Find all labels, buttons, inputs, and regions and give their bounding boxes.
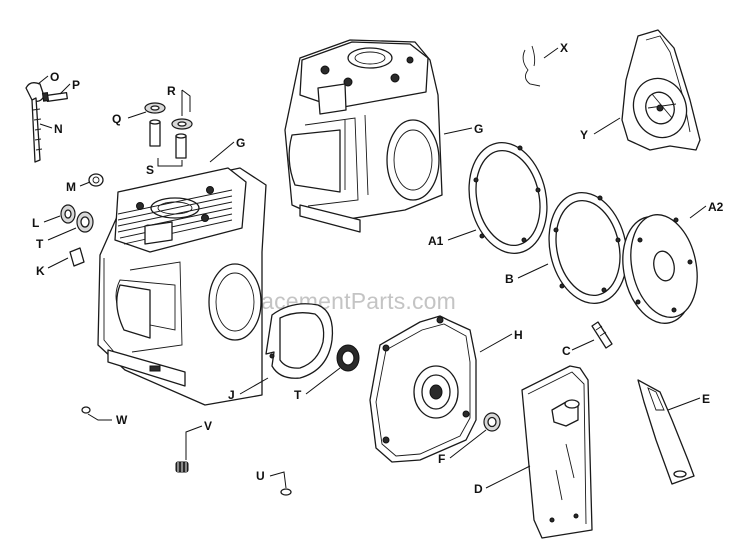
washer-u[interactable] [280, 488, 292, 496]
leader-lines [37, 47, 707, 489]
washer-q[interactable] [144, 102, 166, 114]
bracket-e[interactable] [637, 379, 695, 485]
label-n: N [54, 122, 63, 136]
label-s: S [146, 163, 154, 177]
blower-housing-y[interactable] [621, 29, 701, 151]
crankcase-left[interactable] [97, 167, 267, 406]
washer-r[interactable] [171, 118, 193, 130]
label-y: Y [580, 128, 588, 142]
label-f: F [438, 452, 445, 466]
label-b: B [505, 272, 514, 286]
label-m: M [66, 180, 76, 194]
plug-v[interactable] [175, 461, 189, 473]
sleeve-k[interactable] [69, 247, 85, 267]
label-l: L [32, 216, 39, 230]
label-v: V [204, 419, 212, 433]
clip-x[interactable] [522, 45, 541, 87]
label-d: D [474, 482, 483, 496]
label-q: Q [112, 112, 121, 126]
cover-plate-a2[interactable] [614, 208, 707, 329]
elbow-fitting[interactable] [25, 82, 45, 163]
label-k: K [36, 264, 45, 278]
plug-m[interactable] [88, 173, 104, 187]
seal-l[interactable] [60, 204, 76, 224]
label-c: C [562, 344, 571, 358]
label-a2: A2 [708, 200, 724, 214]
label-e: E [702, 392, 710, 406]
label-g-left: G [236, 136, 245, 150]
sleeve-s[interactable] [149, 119, 187, 159]
label-t-lower: T [294, 388, 302, 402]
bearing-t-lower[interactable] [336, 344, 360, 372]
label-g-right: G [474, 122, 483, 136]
label-u: U [256, 469, 265, 483]
gasket-a1[interactable] [459, 135, 557, 260]
pin-w[interactable] [81, 406, 91, 414]
pipe-plug[interactable] [41, 91, 68, 103]
label-p: P [72, 78, 80, 92]
backing-plate-d[interactable] [521, 365, 593, 539]
closure-plate-h[interactable] [369, 315, 477, 463]
label-w: W [116, 413, 128, 427]
pin-c[interactable] [591, 321, 613, 349]
label-h: H [514, 328, 523, 342]
label-j: J [228, 388, 235, 402]
label-o: O [50, 70, 59, 84]
label-t-left: T [36, 237, 44, 251]
bearing-t-left[interactable] [76, 211, 94, 233]
seal-f[interactable] [483, 412, 501, 432]
callout-labels: O P N R Q S G M L T K G X Y A1 A2 B H C … [32, 41, 724, 496]
crankcase-right[interactable] [284, 39, 443, 233]
label-x: X [560, 41, 568, 55]
gasket-b[interactable] [539, 185, 637, 310]
label-r: R [167, 84, 176, 98]
label-a1: A1 [428, 234, 444, 248]
gasket-j[interactable] [265, 303, 334, 379]
